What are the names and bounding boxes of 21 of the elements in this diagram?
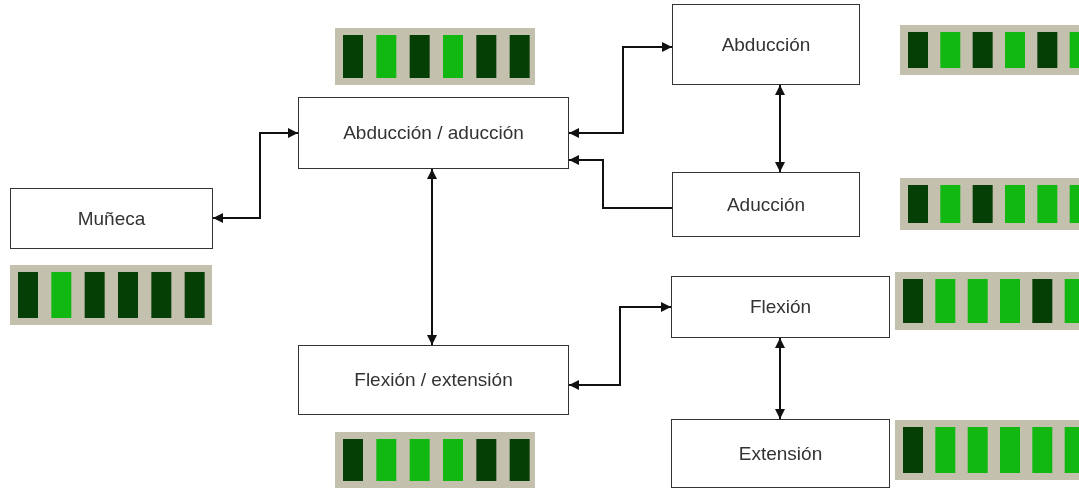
process-box xyxy=(10,188,213,249)
node-label: Flexión / extensión xyxy=(354,369,513,391)
process-box xyxy=(671,419,890,488)
arrow xyxy=(568,42,673,138)
process-box xyxy=(672,172,860,237)
process-box xyxy=(298,345,569,415)
process-box xyxy=(672,4,860,85)
node-label: Flexión xyxy=(749,296,812,318)
node-label: Muñeca xyxy=(77,207,146,230)
arrow xyxy=(775,84,785,173)
node-label: Abducción xyxy=(721,33,811,56)
process-box xyxy=(671,276,890,338)
arrow xyxy=(775,337,785,420)
arrow xyxy=(568,302,672,390)
arrow xyxy=(212,128,299,223)
node-label: Abducción / aducción xyxy=(343,122,524,144)
arrow xyxy=(568,155,673,209)
process-box xyxy=(298,97,569,169)
node-label: Aducción xyxy=(726,193,806,216)
arrow xyxy=(427,168,437,346)
node-label: Extensión xyxy=(738,442,823,465)
